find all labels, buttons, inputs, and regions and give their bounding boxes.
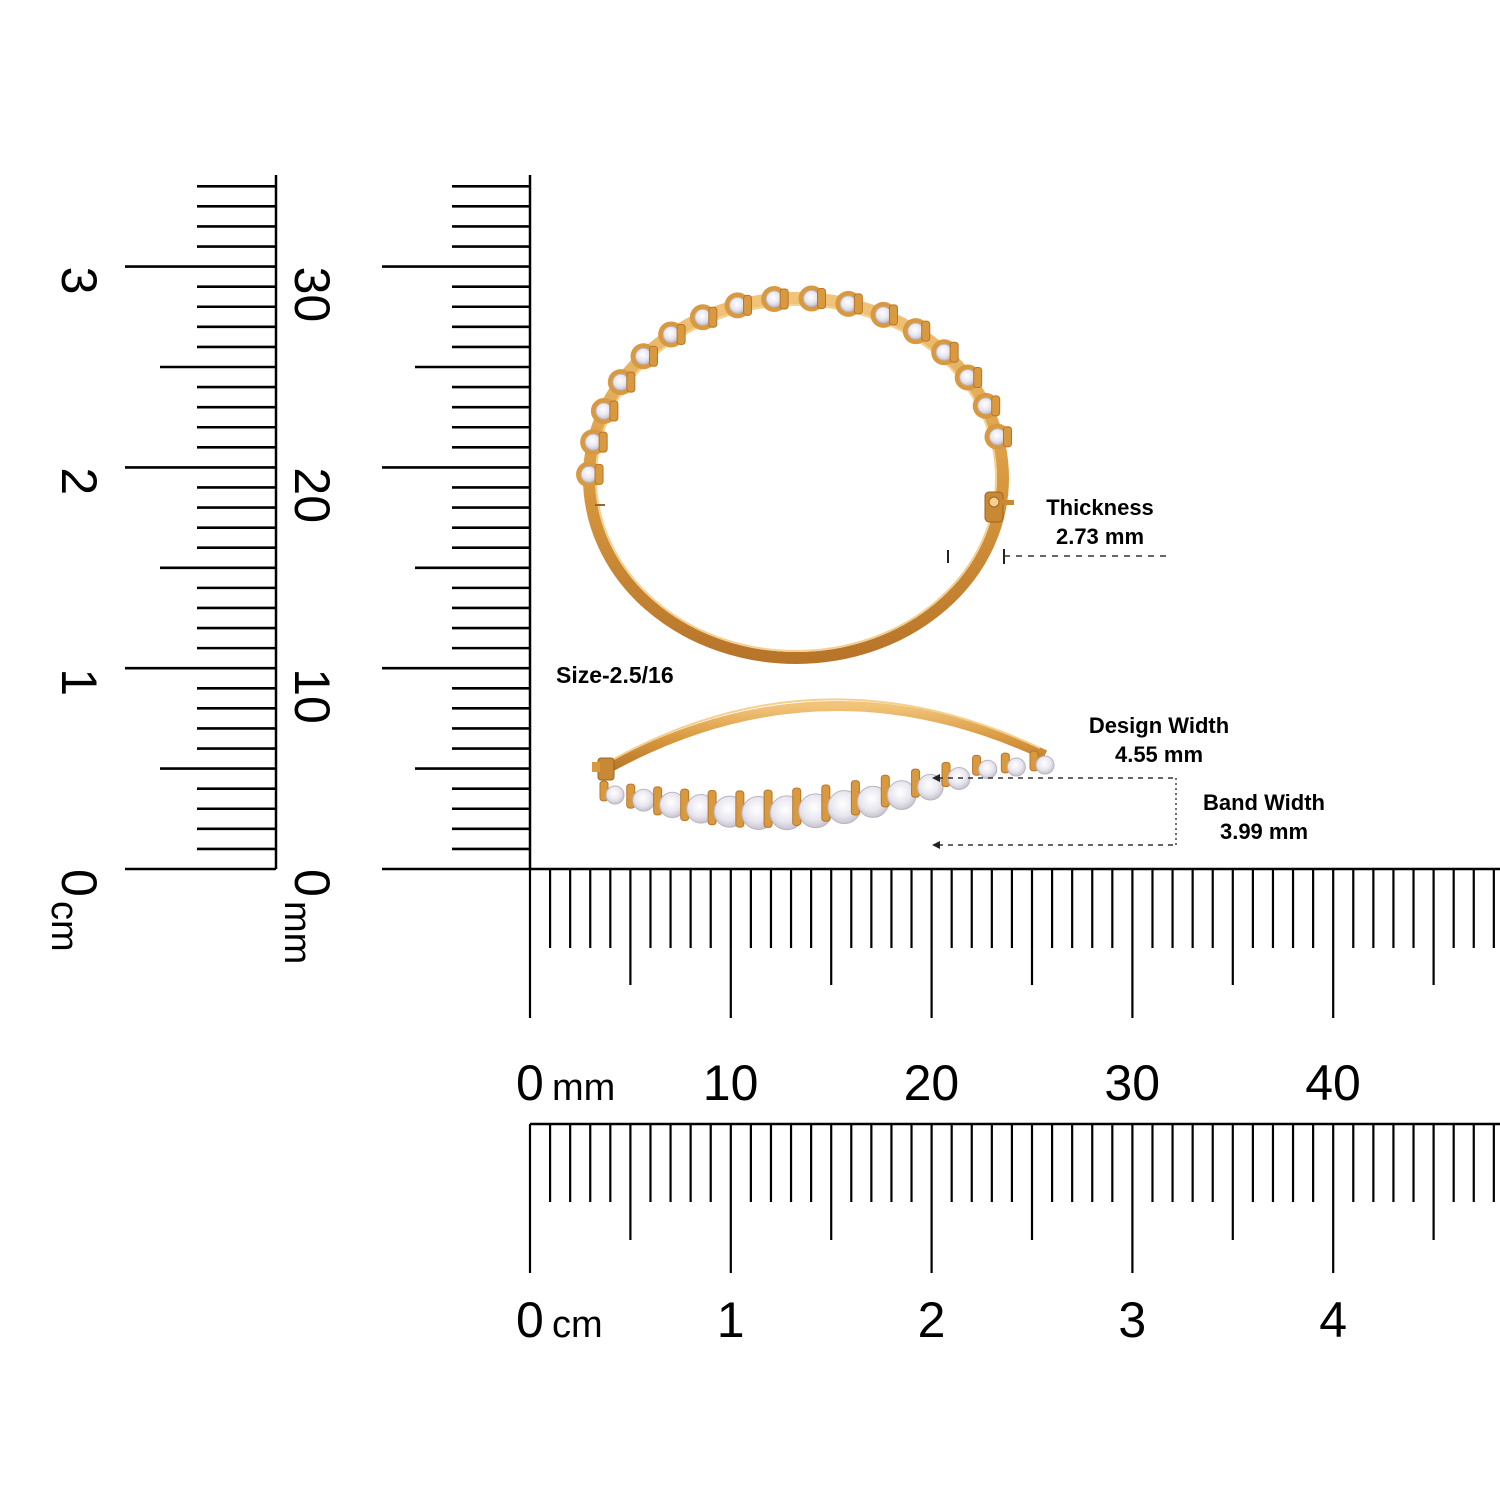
stone-icon [917, 773, 944, 801]
ruler-number: 30 [284, 267, 340, 323]
prong-icon [594, 463, 604, 485]
band-width-title: Band Width [1203, 790, 1325, 815]
ruler-number: 40 [1305, 1055, 1361, 1111]
ruler-unit-label: cm [43, 901, 85, 952]
prong-icon [853, 293, 863, 315]
prong-icon [598, 431, 608, 453]
prong-icon [609, 400, 619, 422]
prong-icon [973, 366, 983, 388]
ruler-number: 20 [904, 1055, 960, 1111]
ruler-number: 10 [703, 1055, 759, 1111]
ruler-number: 30 [1104, 1055, 1160, 1111]
ruler-number: 0 [516, 1292, 544, 1348]
ruler-number: 1 [717, 1292, 745, 1348]
ruler-number: 10 [284, 668, 340, 724]
stone-row-side [599, 750, 1055, 831]
band-width-value: 3.99 mm [1219, 819, 1309, 844]
design-width-title: Design Width [1088, 713, 1230, 738]
band-width-label: Band Width 3.99 mm [1184, 788, 1344, 846]
thickness-value: 2.73 mm [1055, 524, 1145, 549]
prong-icon [676, 323, 686, 345]
arrow-left-icon [932, 841, 940, 849]
prong-icon [708, 306, 718, 328]
thickness-title: Thickness [1046, 495, 1154, 520]
thickness-marker [947, 549, 1172, 564]
stone-icon [1006, 757, 1026, 777]
design-width-value: 4.55 mm [1114, 742, 1204, 767]
vertical-mm-ruler: 0 10 20 30 mm [276, 175, 532, 964]
vertical-cm-ruler: 0 1 2 3 cm [43, 175, 278, 952]
prong-icon [779, 288, 789, 310]
prong-icon [991, 395, 1001, 417]
bangle-top-view [576, 285, 1014, 664]
ruler-unit-label: mm [552, 1067, 615, 1109]
ruler-number: 3 [51, 267, 107, 295]
width-markers [932, 774, 1177, 849]
stone-icon [1035, 755, 1055, 775]
ruler-number: 3 [1118, 1292, 1146, 1348]
ruler-number: 2 [918, 1292, 946, 1348]
stone-row-top [576, 285, 1012, 488]
prong-icon [1002, 426, 1012, 448]
ruler-number: 2 [51, 467, 107, 495]
size-label: Size-2.5/16 [556, 662, 674, 688]
stone-icon [978, 759, 998, 779]
side-clasp-icon [592, 757, 615, 781]
prong-icon [626, 371, 636, 393]
prong-icon [888, 304, 898, 326]
stone-icon [632, 788, 656, 812]
horizontal-mm-ruler: 0 10 20 30 40 mm [516, 867, 1500, 1111]
prong-icon [648, 345, 658, 367]
clasp-icon [984, 491, 1014, 523]
thickness-label: Thickness 2.73 mm [1030, 493, 1170, 551]
ruler-number: 20 [284, 467, 340, 523]
ruler-unit-label: cm [552, 1304, 603, 1346]
ruler-number: 0 [516, 1055, 544, 1111]
horizontal-cm-ruler: 0 1 2 3 4 cm [516, 1122, 1500, 1348]
ruler-number: 4 [1319, 1292, 1347, 1348]
ruler-number: 0 [51, 869, 107, 897]
prong-icon [743, 294, 753, 316]
stone-icon [605, 785, 625, 805]
design-width-label: Design Width 4.55 mm [1068, 711, 1250, 769]
ruler-unit-label: mm [276, 901, 318, 964]
bangle-side-view [592, 698, 1055, 831]
prong-icon [921, 320, 931, 342]
prong-icon [817, 288, 827, 310]
arrow-left-icon [932, 774, 940, 782]
prong-icon [949, 341, 959, 363]
ruler-number: 0 [284, 869, 340, 897]
ruler-number: 1 [51, 668, 107, 696]
